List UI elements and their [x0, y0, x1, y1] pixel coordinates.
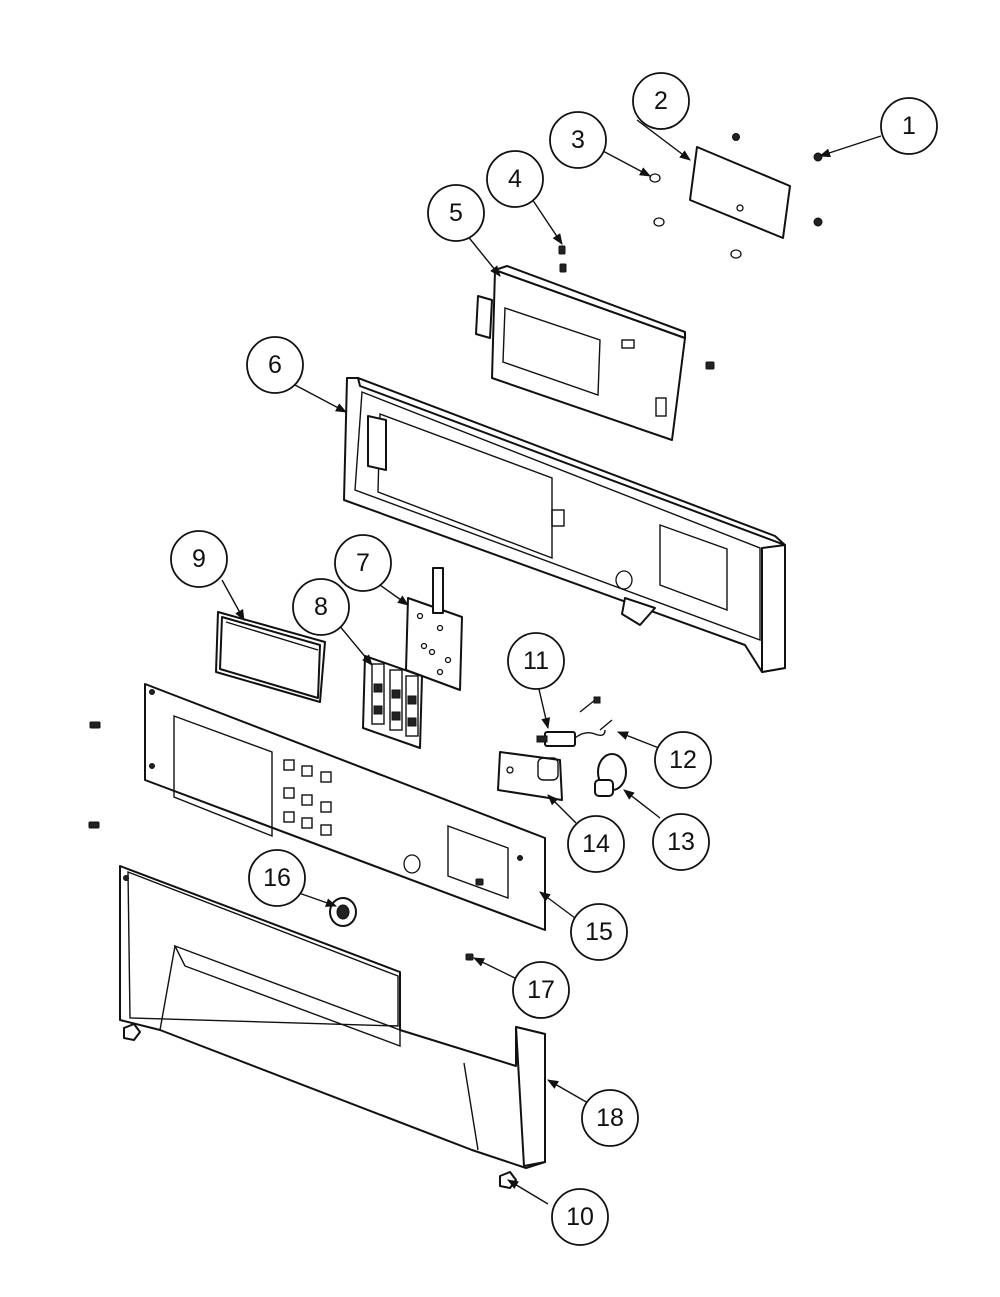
svg-text:8: 8 [314, 593, 328, 621]
svg-text:14: 14 [582, 830, 610, 858]
callout-4: 4 [486, 150, 544, 208]
svg-text:9: 9 [192, 545, 206, 573]
part-7-circuit-board [405, 567, 463, 691]
callout-18: 18 [581, 1089, 639, 1147]
callout-10: 10 [551, 1188, 609, 1246]
callout-17: 17 [512, 961, 570, 1019]
part-15-control-panel [144, 683, 546, 931]
part-13-lamp [594, 753, 627, 797]
callout-5: 5 [427, 184, 485, 242]
part-4-screws [558, 245, 715, 370]
callout-6: 6 [246, 336, 304, 394]
svg-text:7: 7 [356, 549, 370, 577]
part-5-bracket [475, 265, 686, 441]
part-8-switch-block [362, 655, 423, 749]
svg-text:10: 10 [566, 1203, 594, 1231]
svg-text:18: 18 [596, 1104, 624, 1132]
callout-2: 2 [632, 72, 690, 130]
callout-9: 9 [170, 530, 228, 588]
svg-text:16: 16 [263, 864, 291, 892]
svg-text:2: 2 [654, 87, 668, 115]
part-16-knob [329, 897, 357, 927]
part-18-front-cover [119, 865, 546, 1169]
callout-3: 3 [549, 111, 607, 169]
callouts: 1 2 3 4 5 6 7 8 9 10 11 12 13 14 15 16 1… [170, 72, 938, 1246]
svg-text:13: 13 [667, 828, 695, 856]
svg-text:1: 1 [902, 112, 916, 140]
svg-text:5: 5 [449, 199, 463, 227]
svg-text:15: 15 [585, 918, 613, 946]
part-12-screw [579, 696, 613, 731]
callout-7: 7 [334, 534, 392, 592]
part-6-console-body [343, 377, 786, 673]
part-17-screw [465, 878, 484, 961]
side-screws [88, 721, 101, 829]
callout-13: 13 [652, 813, 710, 871]
part-14-lamp-bracket [497, 751, 563, 801]
part-2-mounting-plate [689, 133, 823, 239]
part-3-spacers [649, 173, 742, 259]
svg-text:12: 12 [669, 746, 697, 774]
callout-16: 16 [248, 849, 306, 907]
callout-1: 1 [880, 97, 938, 155]
leader-lines [221, 119, 882, 1205]
part-9-display-lens [215, 611, 326, 703]
svg-text:11: 11 [523, 647, 549, 675]
part-11-door-switch [536, 729, 606, 747]
callout-15: 15 [570, 903, 628, 961]
svg-text:17: 17 [527, 976, 555, 1004]
callout-12: 12 [654, 731, 712, 789]
callout-14: 14 [567, 815, 625, 873]
svg-text:6: 6 [268, 351, 282, 379]
svg-text:4: 4 [508, 165, 522, 193]
callout-11: 11 [507, 632, 565, 690]
callout-8: 8 [292, 578, 350, 636]
svg-text:3: 3 [571, 126, 585, 154]
